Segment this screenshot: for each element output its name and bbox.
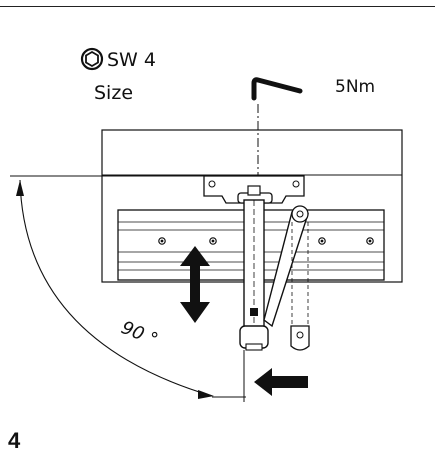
tool-size-code: SW 4 [107, 49, 156, 71]
tool-size-label: Size [94, 82, 133, 104]
left-arrow [254, 368, 308, 396]
secondary-arm [263, 205, 309, 330]
hex-key-icon [251, 77, 303, 101]
step-number: 4 [8, 428, 21, 453]
arm-shoe [290, 325, 310, 351]
angle-label: 90 ° [118, 317, 161, 351]
up-down-arrow [180, 246, 210, 323]
closer-arm [239, 199, 269, 351]
torque-label: 5Nm [335, 77, 375, 97]
top-rule [0, 6, 435, 7]
angle-dimension [10, 175, 246, 399]
hex-socket-icon [80, 47, 104, 71]
